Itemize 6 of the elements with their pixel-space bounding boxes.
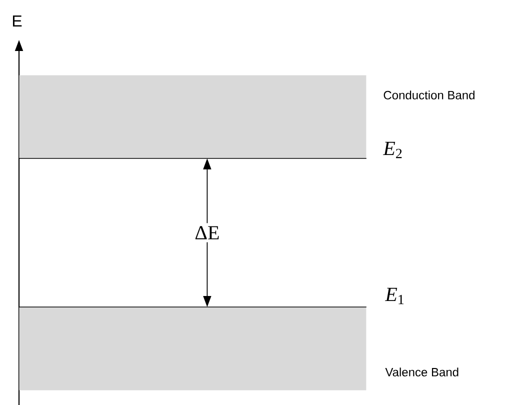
band-label: Conduction Band (384, 90, 474, 100)
band-label: Valence Band (385, 368, 458, 376)
axis-label: E (12, 16, 22, 26)
energy-level-label: E$_{1}$ (384, 288, 404, 304)
edge-label: ΔE (192, 223, 223, 242)
energy-level-label: E$_{2}$ (382, 142, 402, 158)
